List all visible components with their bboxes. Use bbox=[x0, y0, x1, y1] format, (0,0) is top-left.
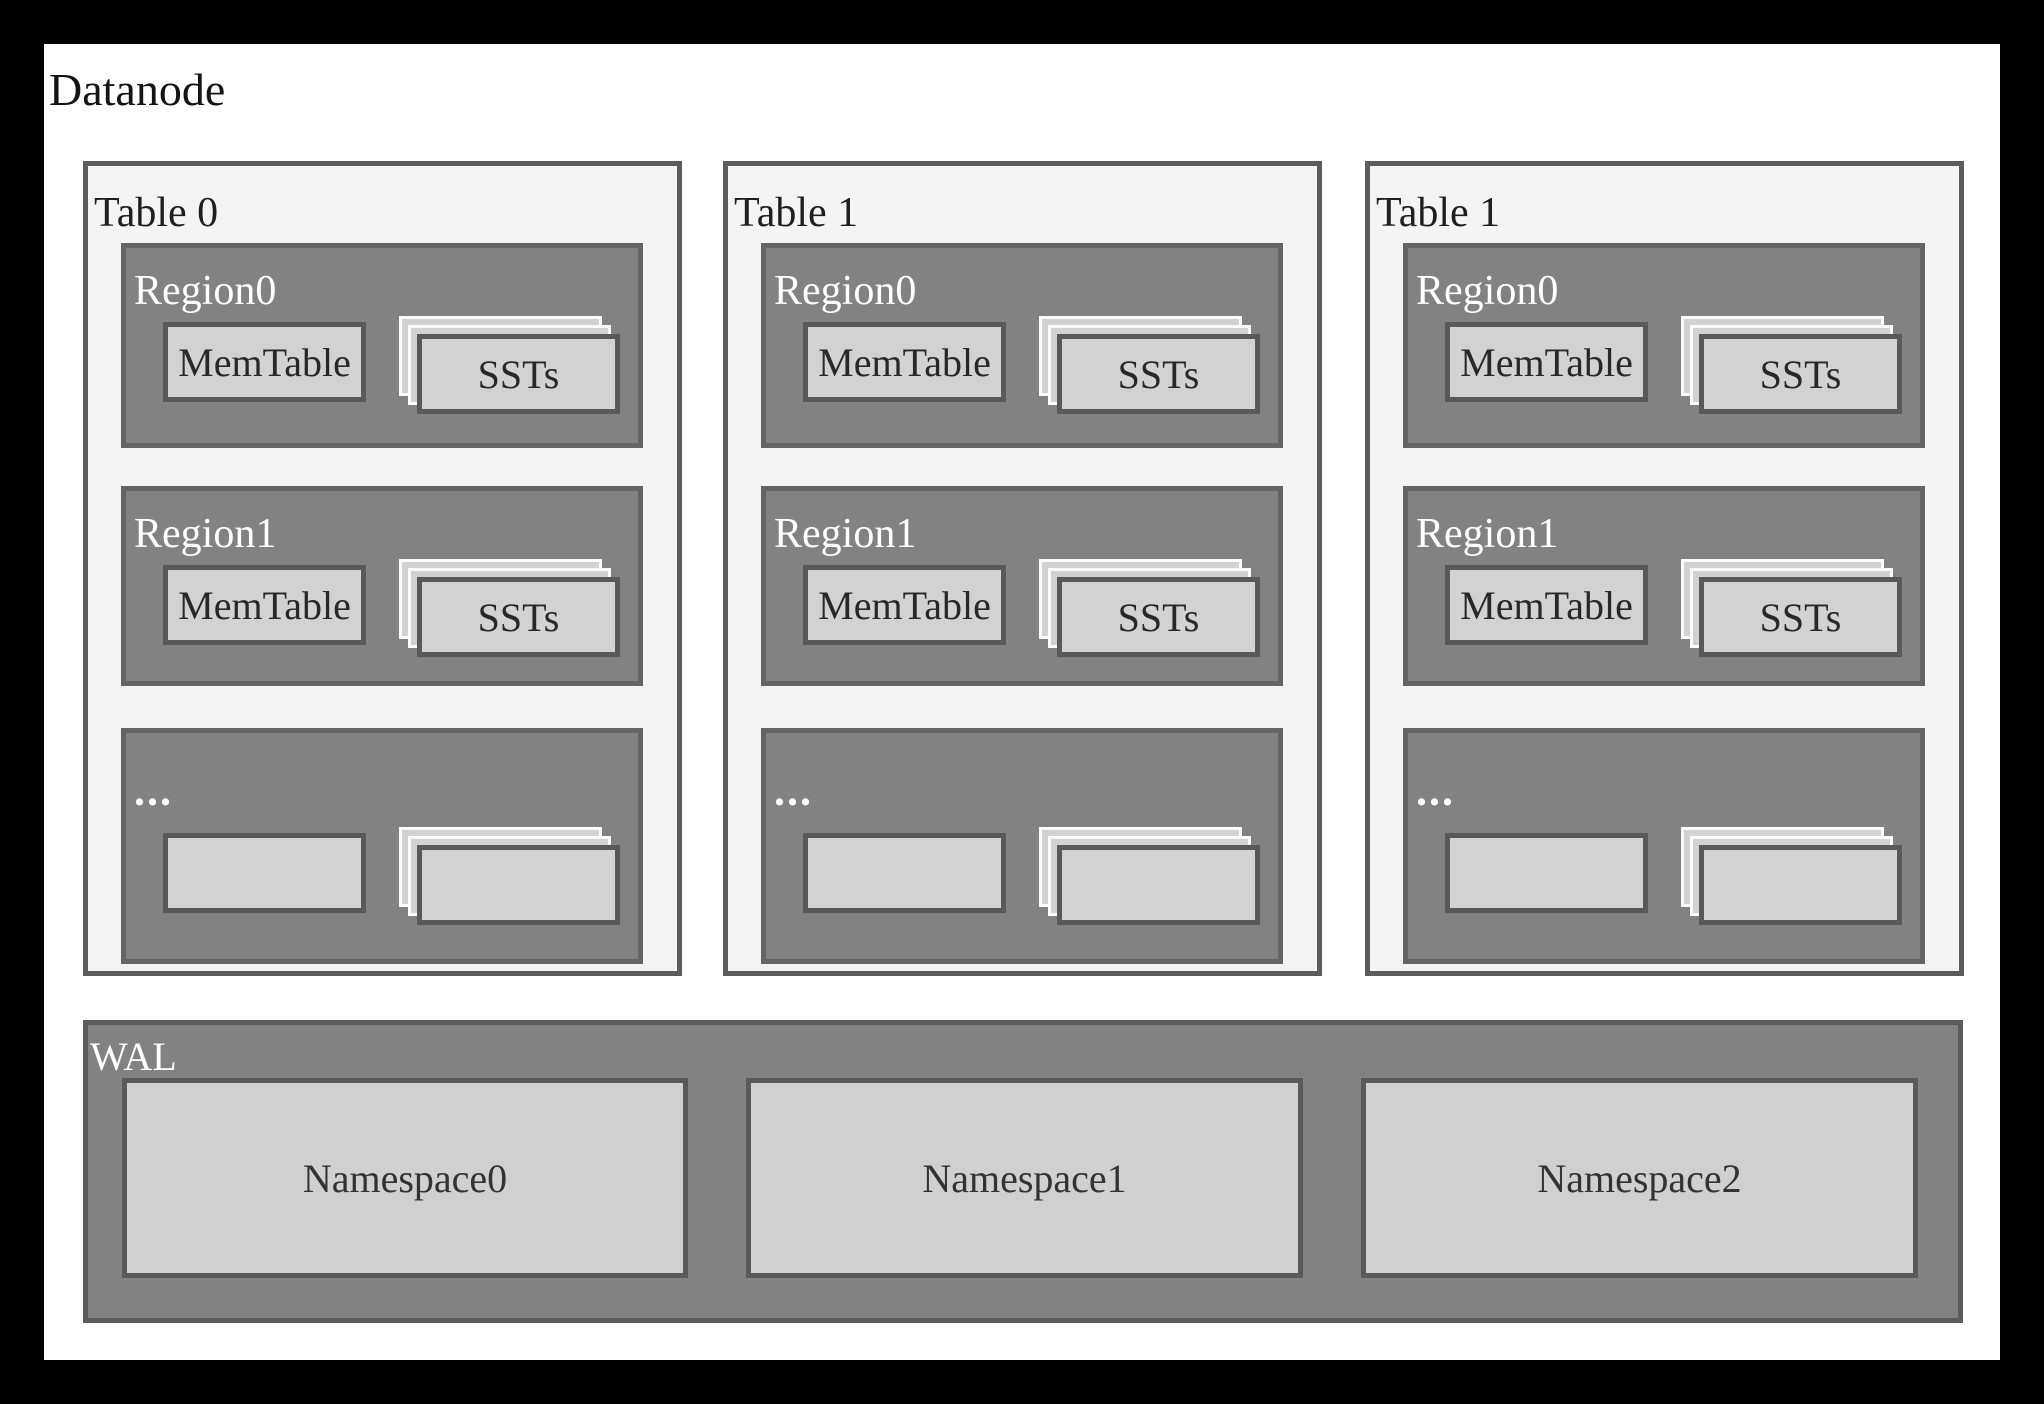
diagram-title: Datanode bbox=[49, 64, 226, 115]
ssts-box: SSTs bbox=[1699, 577, 1902, 657]
ssts-stack: SSTs bbox=[1681, 316, 1902, 414]
ssts-box-empty bbox=[1699, 845, 1902, 925]
memtable-box: MemTable bbox=[1445, 322, 1648, 402]
ssts-box-empty bbox=[1057, 845, 1260, 925]
ssts-box-empty bbox=[417, 845, 620, 925]
ssts-stack-empty bbox=[1681, 827, 1902, 925]
ssts-stack: SSTs bbox=[1681, 559, 1902, 657]
region-label: Region1 bbox=[134, 511, 277, 557]
table-label: Table 0 bbox=[94, 190, 219, 236]
region-ellipsis-label: ... bbox=[774, 766, 813, 815]
datanode-diagram: Datanode Table 0 Region0 MemTable SSTs R… bbox=[44, 44, 2000, 1360]
wal-label: WAL bbox=[90, 1034, 177, 1079]
namespace-box-1: Namespace1 bbox=[746, 1078, 1303, 1278]
table-panel-1: Table 1 Region0 MemTable SSTs Region1 Me… bbox=[723, 161, 1322, 976]
table-label: Table 1 bbox=[734, 190, 859, 236]
ssts-box: SSTs bbox=[417, 577, 620, 657]
ssts-stack: SSTs bbox=[399, 559, 620, 657]
memtable-box: MemTable bbox=[803, 565, 1006, 645]
region-panel: Region1 MemTable SSTs bbox=[121, 486, 643, 686]
table-label: Table 1 bbox=[1376, 190, 1501, 236]
region-label: Region1 bbox=[774, 511, 917, 557]
region-panel: Region0 MemTable SSTs bbox=[121, 243, 643, 448]
ssts-stack: SSTs bbox=[1039, 316, 1260, 414]
namespace-box-2: Namespace2 bbox=[1361, 1078, 1918, 1278]
region-panel: Region1 MemTable SSTs bbox=[1403, 486, 1925, 686]
table-panel-0: Table 0 Region0 MemTable SSTs Region1 Me… bbox=[83, 161, 682, 976]
ssts-box: SSTs bbox=[1057, 577, 1260, 657]
memtable-box: MemTable bbox=[1445, 565, 1648, 645]
memtable-box: MemTable bbox=[163, 322, 366, 402]
ssts-box: SSTs bbox=[1057, 334, 1260, 414]
memtable-box-empty bbox=[163, 833, 366, 913]
region-panel-more: ... bbox=[1403, 728, 1925, 964]
region-panel: Region0 MemTable SSTs bbox=[761, 243, 1283, 448]
table-panel-2: Table 1 Region0 MemTable SSTs Region1 Me… bbox=[1365, 161, 1964, 976]
region-label: Region0 bbox=[1416, 268, 1559, 314]
memtable-box: MemTable bbox=[163, 565, 366, 645]
memtable-box: MemTable bbox=[803, 322, 1006, 402]
region-label: Region0 bbox=[134, 268, 277, 314]
region-ellipsis-label: ... bbox=[134, 766, 173, 815]
region-label: Region1 bbox=[1416, 511, 1559, 557]
region-panel: Region0 MemTable SSTs bbox=[1403, 243, 1925, 448]
region-panel: Region1 MemTable SSTs bbox=[761, 486, 1283, 686]
region-panel-more: ... bbox=[761, 728, 1283, 964]
namespace-box-0: Namespace0 bbox=[122, 1078, 688, 1278]
ssts-stack-empty bbox=[1039, 827, 1260, 925]
memtable-box-empty bbox=[1445, 833, 1648, 913]
wal-panel: WAL Namespace0 Namespace1 Namespace2 bbox=[83, 1020, 1963, 1323]
ssts-stack: SSTs bbox=[399, 316, 620, 414]
region-ellipsis-label: ... bbox=[1416, 766, 1455, 815]
region-label: Region0 bbox=[774, 268, 917, 314]
region-panel-more: ... bbox=[121, 728, 643, 964]
ssts-box: SSTs bbox=[1699, 334, 1902, 414]
memtable-box-empty bbox=[803, 833, 1006, 913]
ssts-stack: SSTs bbox=[1039, 559, 1260, 657]
ssts-box: SSTs bbox=[417, 334, 620, 414]
ssts-stack-empty bbox=[399, 827, 620, 925]
